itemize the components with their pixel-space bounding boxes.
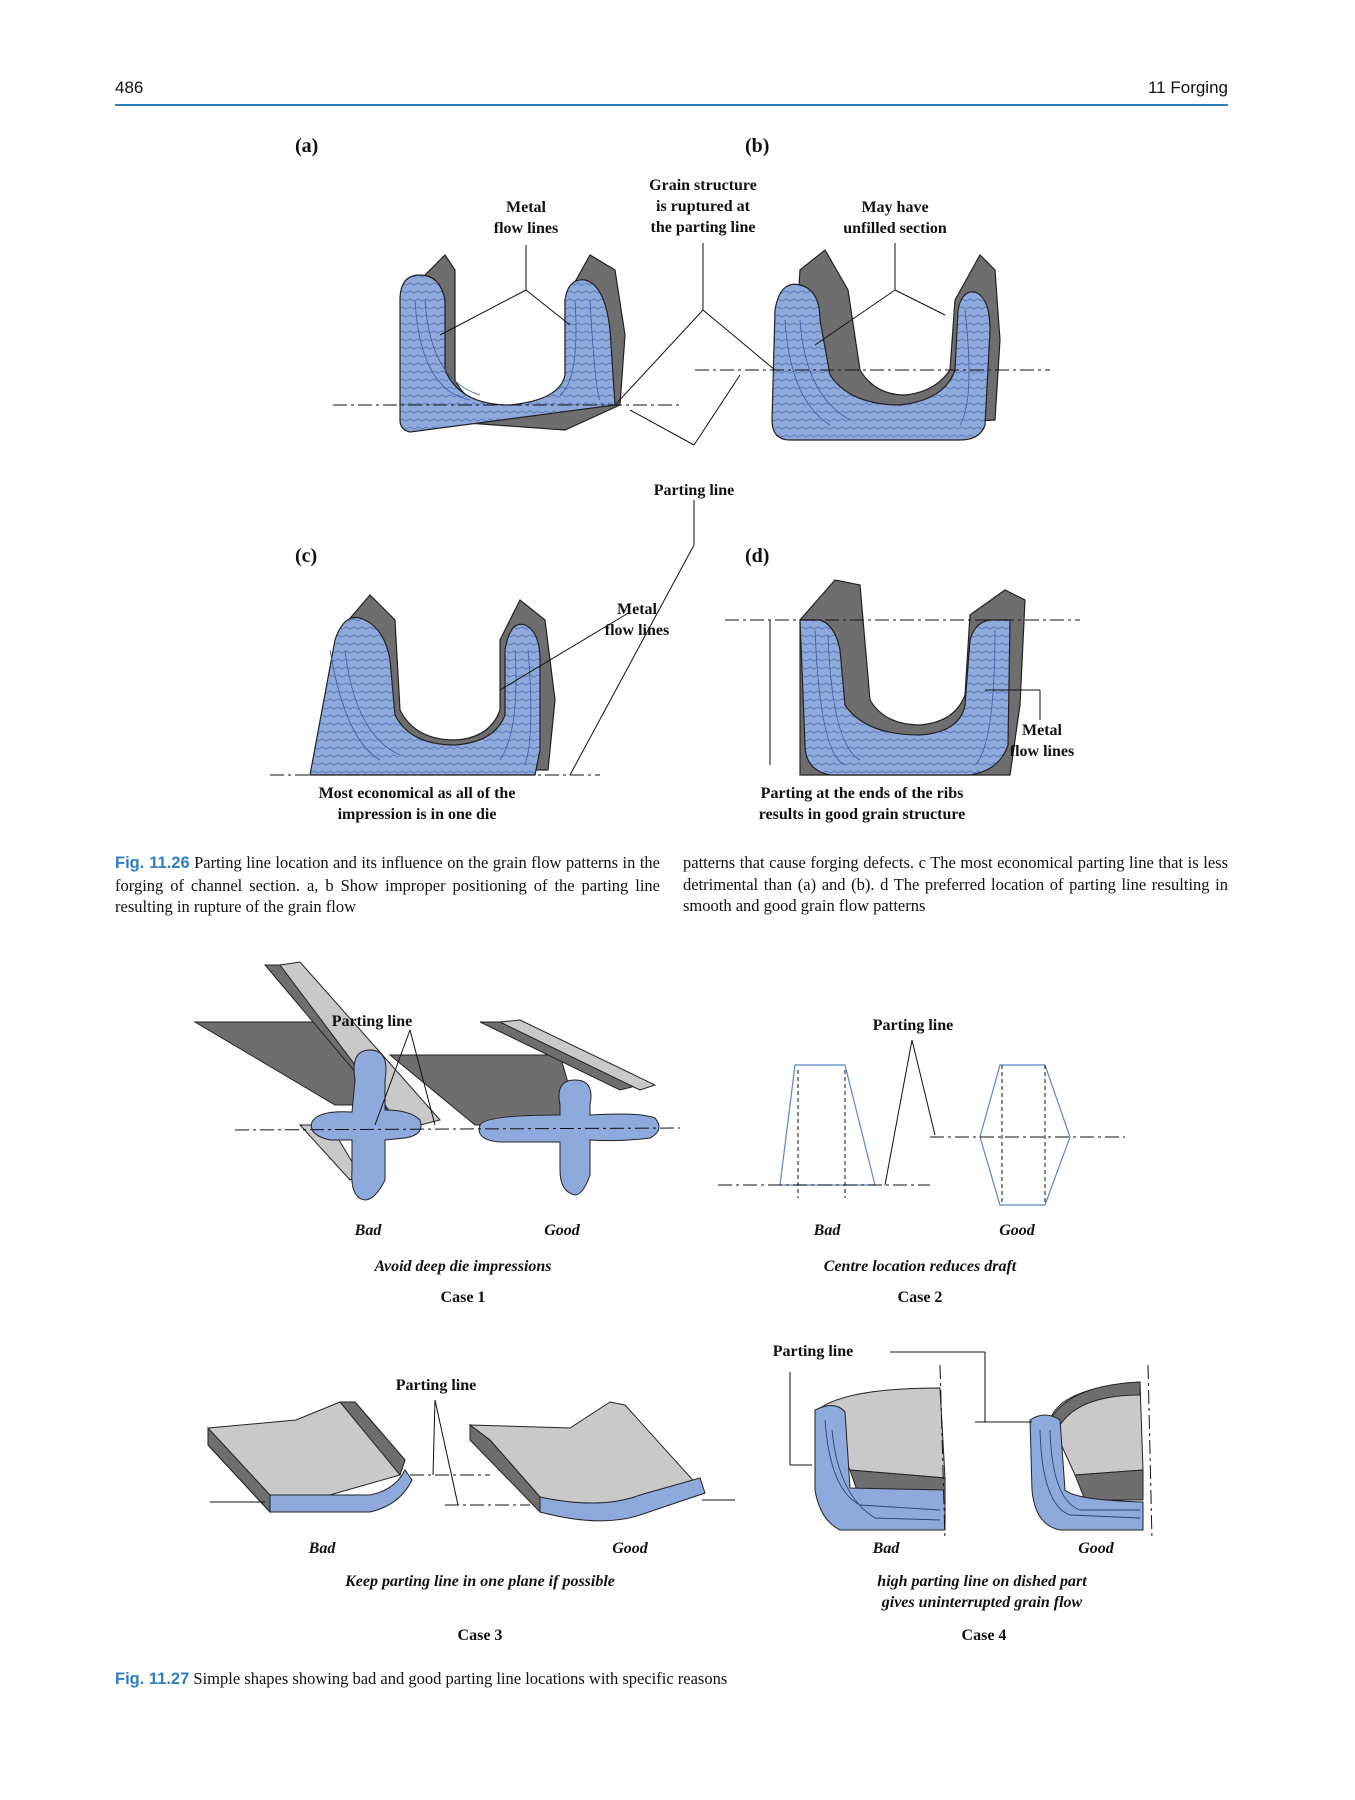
case2-parting-label: Parting line: [873, 1017, 953, 1034]
svg-text:unfilled section: unfilled section: [843, 220, 947, 237]
case2-title: Case 2: [898, 1289, 943, 1306]
channel-a: [399, 254, 626, 433]
case4-good-label: Good: [1078, 1540, 1115, 1557]
chapter-title: 11 Forging: [1147, 78, 1228, 97]
svg-text:May have: May have: [861, 199, 928, 216]
svg-text:flow lines: flow lines: [1010, 743, 1074, 760]
case3-rule: Keep parting line in one plane if possib…: [344, 1573, 615, 1590]
channel-d: [799, 579, 1026, 776]
channel-c: [309, 594, 556, 776]
panel-a-label: (a): [295, 135, 318, 157]
fig27-label: Fig. 11.27: [115, 1670, 190, 1688]
case2-rule: Centre location reduces draft: [824, 1258, 1017, 1275]
fig26-caption-text-left: Parting line location and its influence …: [115, 853, 660, 916]
case3-parting-lines: [210, 1399, 735, 1506]
fig26-caption-left: Fig. 11.26 Parting line location and its…: [115, 852, 660, 918]
svg-text:impression is in one die: impression is in one die: [338, 806, 497, 823]
case2-good-block: [979, 1064, 1071, 1206]
svg-text:gives uninterrupted grain flow: gives uninterrupted grain flow: [881, 1594, 1083, 1611]
svg-text:Grain structure: Grain structure: [649, 177, 757, 194]
label-metal-flow-c: Metal flow lines: [605, 601, 669, 639]
panel-d-label: (d): [745, 545, 769, 567]
fig26-label: Fig. 11.26: [115, 854, 190, 872]
case3-bad-label: Bad: [308, 1540, 337, 1557]
case4-title: Case 4: [962, 1627, 1007, 1644]
case3-parting-label: Parting line: [396, 1377, 476, 1394]
case1-good-rib: [388, 1019, 660, 1196]
svg-text:results in good grain structur: results in good grain structure: [759, 806, 966, 823]
fig27-caption-text: Simple shapes showing bad and good parti…: [189, 1669, 728, 1688]
page-header: 486 11 Forging: [115, 78, 1228, 106]
label-unfilled-section: May have unfilled section: [843, 199, 947, 237]
case3-title: Case 3: [458, 1627, 503, 1644]
case2-bad-block: [779, 1064, 876, 1198]
case3-bad-plate: [207, 1401, 413, 1514]
case4-parting-lines: [789, 1351, 1153, 1541]
case3-good-plate: [468, 1401, 706, 1522]
case4-parting-label: Parting line: [773, 1343, 853, 1360]
svg-text:high parting line on dished pa: high parting line on dished part: [877, 1573, 1087, 1590]
case1-parting-label: Parting line: [332, 1013, 412, 1030]
label-metal-flow-a: Metal flow lines: [494, 199, 558, 237]
svg-text:Most economical as all of the: Most economical as all of the: [319, 785, 516, 802]
case1-bad-label: Bad: [354, 1222, 383, 1239]
svg-text:Parting at the ends of the rib: Parting at the ends of the ribs: [761, 785, 964, 802]
fig26-caption-right: patterns that cause forging defects. c T…: [683, 853, 1228, 915]
svg-text:the parting line: the parting line: [651, 219, 756, 236]
panel-c-label: (c): [295, 545, 317, 567]
case4-rule: high parting line on dished part gives u…: [877, 1573, 1087, 1611]
case1-title: Case 1: [441, 1289, 486, 1306]
case2-good-label: Good: [999, 1222, 1036, 1239]
svg-text:Metal: Metal: [506, 199, 547, 216]
svg-text:Metal: Metal: [617, 601, 658, 618]
case1-good-label: Good: [544, 1222, 581, 1239]
case4-good-dish: [1029, 1381, 1144, 1531]
fig26-leader-lines: [439, 243, 1041, 776]
case2-parting-lines: [718, 1039, 1125, 1186]
svg-text:Metal: Metal: [1022, 722, 1063, 739]
label-grain-rupture: Grain structure is ruptured at the parti…: [649, 177, 757, 236]
svg-text:flow lines: flow lines: [605, 622, 669, 639]
case4-bad-dish: [814, 1387, 946, 1531]
svg-text:is ruptured at: is ruptured at: [656, 198, 751, 215]
svg-text:flow lines: flow lines: [494, 220, 558, 237]
panel-b-label: (b): [745, 135, 769, 157]
case1-bad-rib: [193, 961, 441, 1201]
page-number: 486: [115, 78, 144, 97]
fig26-dash-lines: [270, 369, 1080, 776]
fig27-caption: Fig. 11.27 Simple shapes showing bad and…: [115, 1668, 1228, 1691]
label-metal-flow-d: Metal flow lines: [1010, 722, 1074, 760]
label-parting-line-26: Parting line: [654, 482, 734, 499]
case3-good-label: Good: [612, 1540, 649, 1557]
case4-bad-label: Bad: [872, 1540, 901, 1557]
case2-bad-label: Bad: [813, 1222, 842, 1239]
label-ends-of-ribs: Parting at the ends of the ribs results …: [759, 785, 966, 823]
case1-parting-lines: [234, 1029, 681, 1131]
label-economical: Most economical as all of the impression…: [319, 785, 516, 823]
channel-b: [771, 249, 1001, 441]
case1-rule: Avoid deep die impressions: [373, 1258, 551, 1275]
